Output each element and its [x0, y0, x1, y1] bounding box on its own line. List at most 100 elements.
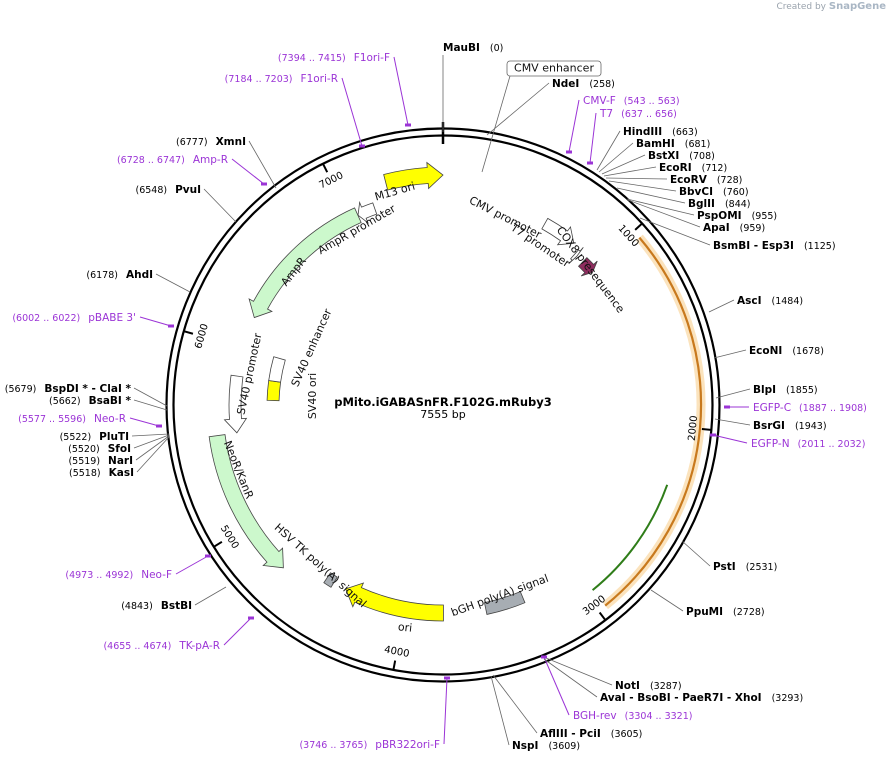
site-kasi: (5518)KasI	[69, 436, 170, 479]
site-avai-bsobi-paer7i-xhoi-label: AvaI - BsoBI - PaeR7I - XhoI(3293)	[600, 692, 803, 704]
site-bstxi-name: BstXI	[648, 150, 679, 162]
feature-cmv-enhancer-label: CMV enhancer	[514, 62, 594, 75]
site-econi: EcoNI (1678)	[713, 345, 824, 359]
site-asci-label: AscI (1484)	[737, 295, 803, 307]
credit-prefix: Created by	[776, 2, 826, 12]
tick-mark	[184, 330, 194, 335]
feature-bgh-poly-a-signal	[483, 591, 526, 615]
primer-neo-f: (4973 .. 4992)Neo-F	[65, 554, 211, 581]
site-avai-bsobi-paer7i-xhoi-name: AvaI - BsoBI - PaeR7I - XhoI	[600, 692, 762, 704]
site-asci-name: AscI	[737, 295, 762, 307]
primer-f1ori-r-label: (7184 .. 7203)F1ori-R	[225, 73, 338, 85]
site-ahdi: (6178)AhdI	[86, 269, 191, 293]
primer-egfp-n-marker	[710, 433, 716, 437]
primer-tk-pa-r-name: TK-pA-R	[178, 640, 220, 652]
primer-f1ori-f-name: F1ori-F	[354, 52, 390, 64]
primer-neo-r-label: (5577 .. 5596)Neo-R	[18, 413, 126, 425]
primer-neo-r-name: Neo-R	[94, 413, 126, 425]
site-bglii-leader	[616, 187, 686, 204]
primer-egfp-n-pos: (2011 .. 2032)	[798, 439, 866, 450]
feature-hsv-tk-poly-a-signal-label: HSV TK poly(A) signal	[272, 521, 369, 610]
site-apai-label: ApaI(959)	[703, 222, 765, 234]
tick-mark	[634, 223, 643, 231]
site-ppumi-leader	[650, 589, 684, 612]
site-afliii-pcii-name: AflIII - PciI	[540, 728, 601, 740]
site-nari-label: (5519)NarI	[68, 455, 133, 467]
site-sfoi-name: SfoI	[108, 443, 131, 455]
site-nari-leader	[135, 435, 170, 461]
primer-pbabe-3: (6002 .. 6022)pBABE 3'	[12, 312, 174, 328]
primer-neo-r-leader	[129, 417, 160, 427]
primer-tk-pa-r-leader	[223, 617, 252, 646]
primer-neo-f-leader	[175, 555, 209, 575]
site-bsabi-leader	[133, 399, 168, 411]
primer-amp-r: (6728 .. 6747)Amp-R	[117, 154, 267, 186]
site-econi-name: EcoNI	[749, 345, 782, 357]
primer-pbr322ori-f-label: (3746 .. 3765)pBR322ori-F	[299, 739, 440, 751]
site-ndei-label: NdeI(258)	[552, 78, 615, 90]
site-ndei-name: NdeI	[552, 78, 579, 90]
site-ppumi-pos: (2728)	[733, 607, 765, 618]
site-bbvci-pos: (760)	[723, 187, 749, 198]
site-hindiii-pos: (663)	[672, 127, 698, 138]
site-bsrgi-pos: (1943)	[795, 421, 827, 432]
site-pspomi-label: PspOMI(955)	[697, 210, 777, 222]
primer-cmv-f-marker	[566, 150, 572, 154]
primer-pbr322ori-f-marker	[444, 676, 450, 680]
feature-ori-label: ori	[397, 620, 413, 634]
site-pluti-label: (5522)PluTI	[60, 431, 129, 443]
site-bstxi-leader	[601, 154, 646, 175]
feature-sv40-promoter-label: SV40 promoter	[235, 331, 265, 415]
primer-neo-f-marker	[205, 554, 211, 558]
tick-label: 6000	[193, 323, 211, 350]
site-bsmbi-esp3i: BsmBI - Esp3I(1125)	[639, 217, 836, 252]
feature-bgh-poly-a-signal-label: bGH poly(A) signal	[449, 572, 550, 619]
site-ecorv-label: EcoRV(728)	[670, 174, 742, 186]
site-bamhi-pos: (681)	[685, 139, 711, 150]
site-xmni: (6777)XmnI	[176, 136, 277, 189]
primer-amp-r-marker	[261, 182, 267, 186]
primer-neo-f-label: (4973 .. 4992)Neo-F	[65, 569, 172, 581]
site-bamhi-leader	[598, 142, 634, 173]
tick-label: 4000	[383, 644, 410, 659]
primer-amp-r-name: Amp-R	[193, 154, 228, 166]
site-bspdi-clai-label: (5679)BspDI * - ClaI *	[5, 383, 132, 395]
tick-label: 3000	[581, 594, 608, 618]
primer-f1ori-f-leader	[393, 56, 409, 126]
site-bsrgi-leader	[714, 418, 751, 426]
primer-f1ori-r: (7184 .. 7203)F1ori-R	[225, 73, 365, 148]
feature-igabasnfr	[604, 236, 703, 607]
primer-egfp-c: EGFP-C (1887 .. 1908)	[724, 402, 867, 414]
site-bglii-name: BglII	[688, 198, 715, 210]
site-bstxi-pos: (708)	[689, 151, 715, 162]
site-asci: AscI (1484)	[708, 295, 803, 313]
primer-egfp-n-label: EGFP-N(2011 .. 2032)	[751, 438, 865, 450]
primer-tk-pa-r: (4655 .. 4674)TK-pA-R	[103, 616, 254, 652]
site-bstbi-name: BstBI	[161, 600, 192, 612]
feature-sv40-ori	[266, 380, 282, 402]
primer-layer: CMV-F(543 .. 563)T7(637 .. 656)EGFP-C(18…	[12, 52, 867, 751]
primer-egfp-c-pos: (1887 .. 1908)	[799, 403, 867, 414]
site-econi-label: EcoNI (1678)	[749, 345, 824, 357]
site-blpi: BlpI(1855)	[715, 384, 818, 399]
site-hindiii-label: HindIII(663)	[623, 126, 698, 138]
site-apai-name: ApaI	[703, 222, 730, 234]
primer-cmv-f-leader	[568, 99, 580, 153]
site-bbvci: BbvCI(760)	[608, 180, 749, 198]
site-bbvci-leader	[608, 180, 677, 192]
snapgene-logo: SnapGene	[828, 1, 886, 12]
primer-bgh-rev-leader	[543, 656, 570, 716]
primer-f1ori-f-label: (7394 .. 7415)F1ori-F	[278, 52, 390, 64]
feature-cmv-enhancer-box	[506, 60, 602, 77]
site-apai-leader	[627, 199, 701, 228]
site-econi-pos: (1678)	[792, 346, 824, 357]
site-noti: NotI(3287)	[545, 657, 682, 692]
site-pluti-name: PluTI	[99, 431, 129, 443]
site-pluti: (5522)PluTI	[60, 431, 170, 443]
restriction-site-layer: MauBI(0)NdeI(258)HindIII(663)BamHI(681)B…	[5, 42, 836, 752]
site-maubi: MauBI(0)	[442, 42, 503, 132]
primer-egfp-c-name: EGFP-C	[753, 402, 791, 414]
site-nari: (5519)NarI	[68, 435, 170, 467]
site-asci-pos: (1484)	[772, 296, 804, 307]
